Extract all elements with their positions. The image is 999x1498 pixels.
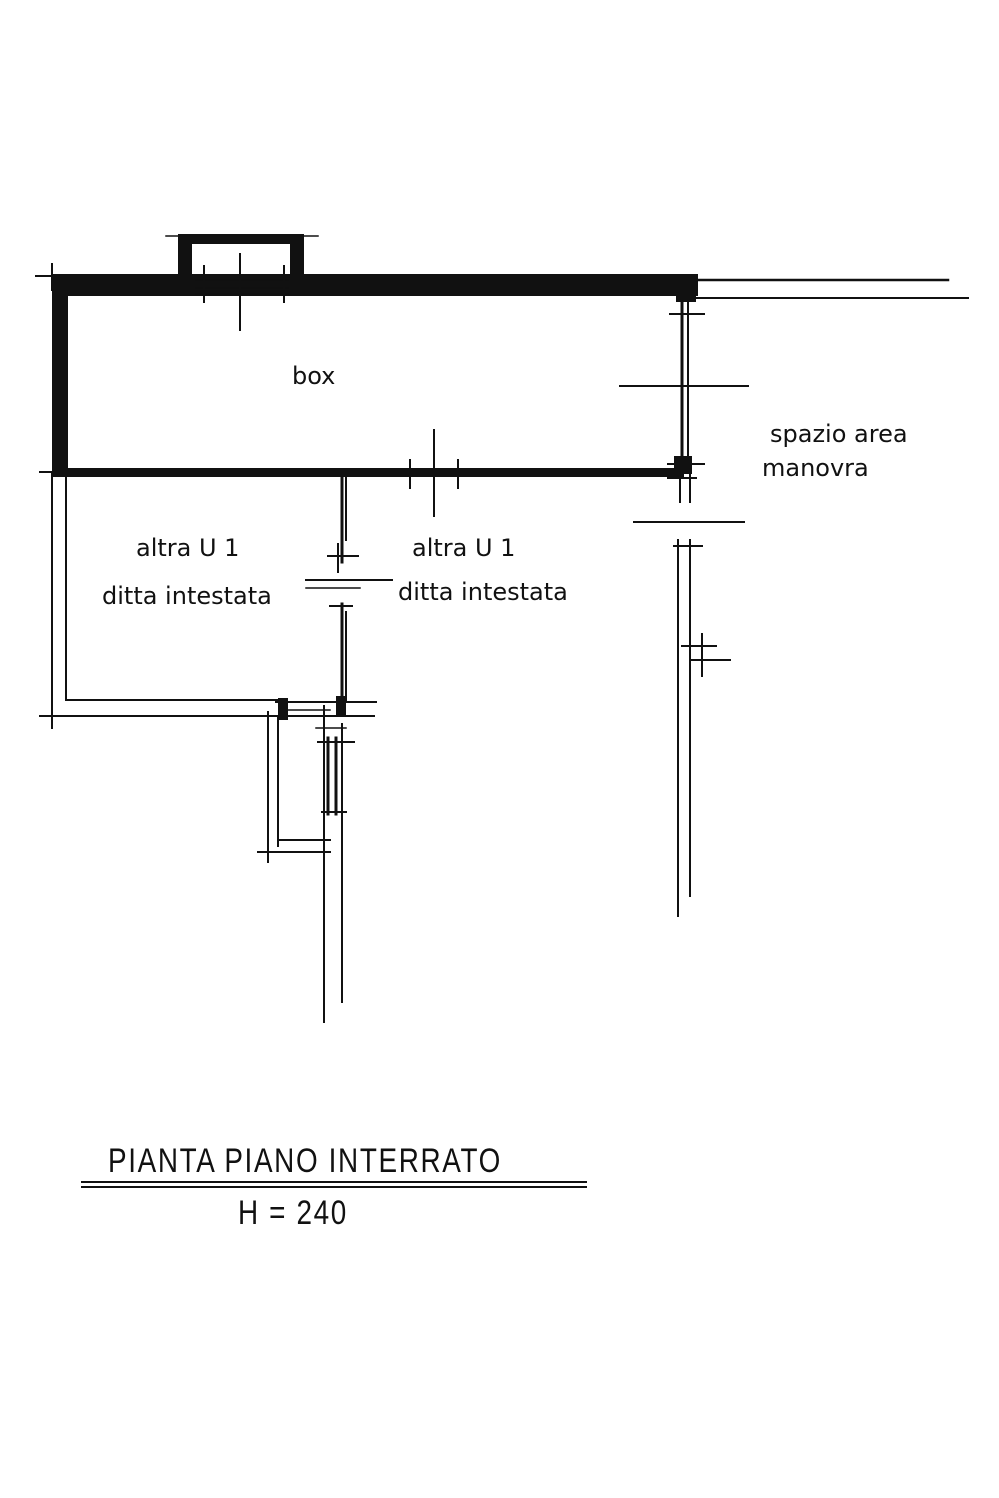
maneuver-area-label-line1: spazio area — [770, 420, 908, 448]
title-underline — [81, 1181, 587, 1188]
left-unit-boundary — [39, 473, 377, 729]
plan-height: H = 240 — [238, 1194, 348, 1232]
box-right-door — [619, 298, 749, 503]
light-well — [165, 234, 319, 331]
unit-partition — [305, 474, 393, 710]
right-unit-label-line1: altra U 1 — [412, 534, 516, 562]
maneuver-area-label-line2: manovra — [762, 454, 869, 482]
left-unit-label-line2: ditta intestata — [102, 582, 272, 610]
lower-opening — [257, 696, 355, 1023]
left-unit-label-line1: altra U 1 — [136, 534, 240, 562]
right-unit-label-line2: ditta intestata — [398, 578, 568, 606]
box-bottom-ticks — [409, 429, 459, 517]
box-label: box — [292, 362, 336, 390]
maneuver-area-lines — [633, 278, 969, 917]
box-walls — [52, 274, 698, 477]
plan-title: PIANTA PIANO INTERRATO — [108, 1142, 502, 1180]
